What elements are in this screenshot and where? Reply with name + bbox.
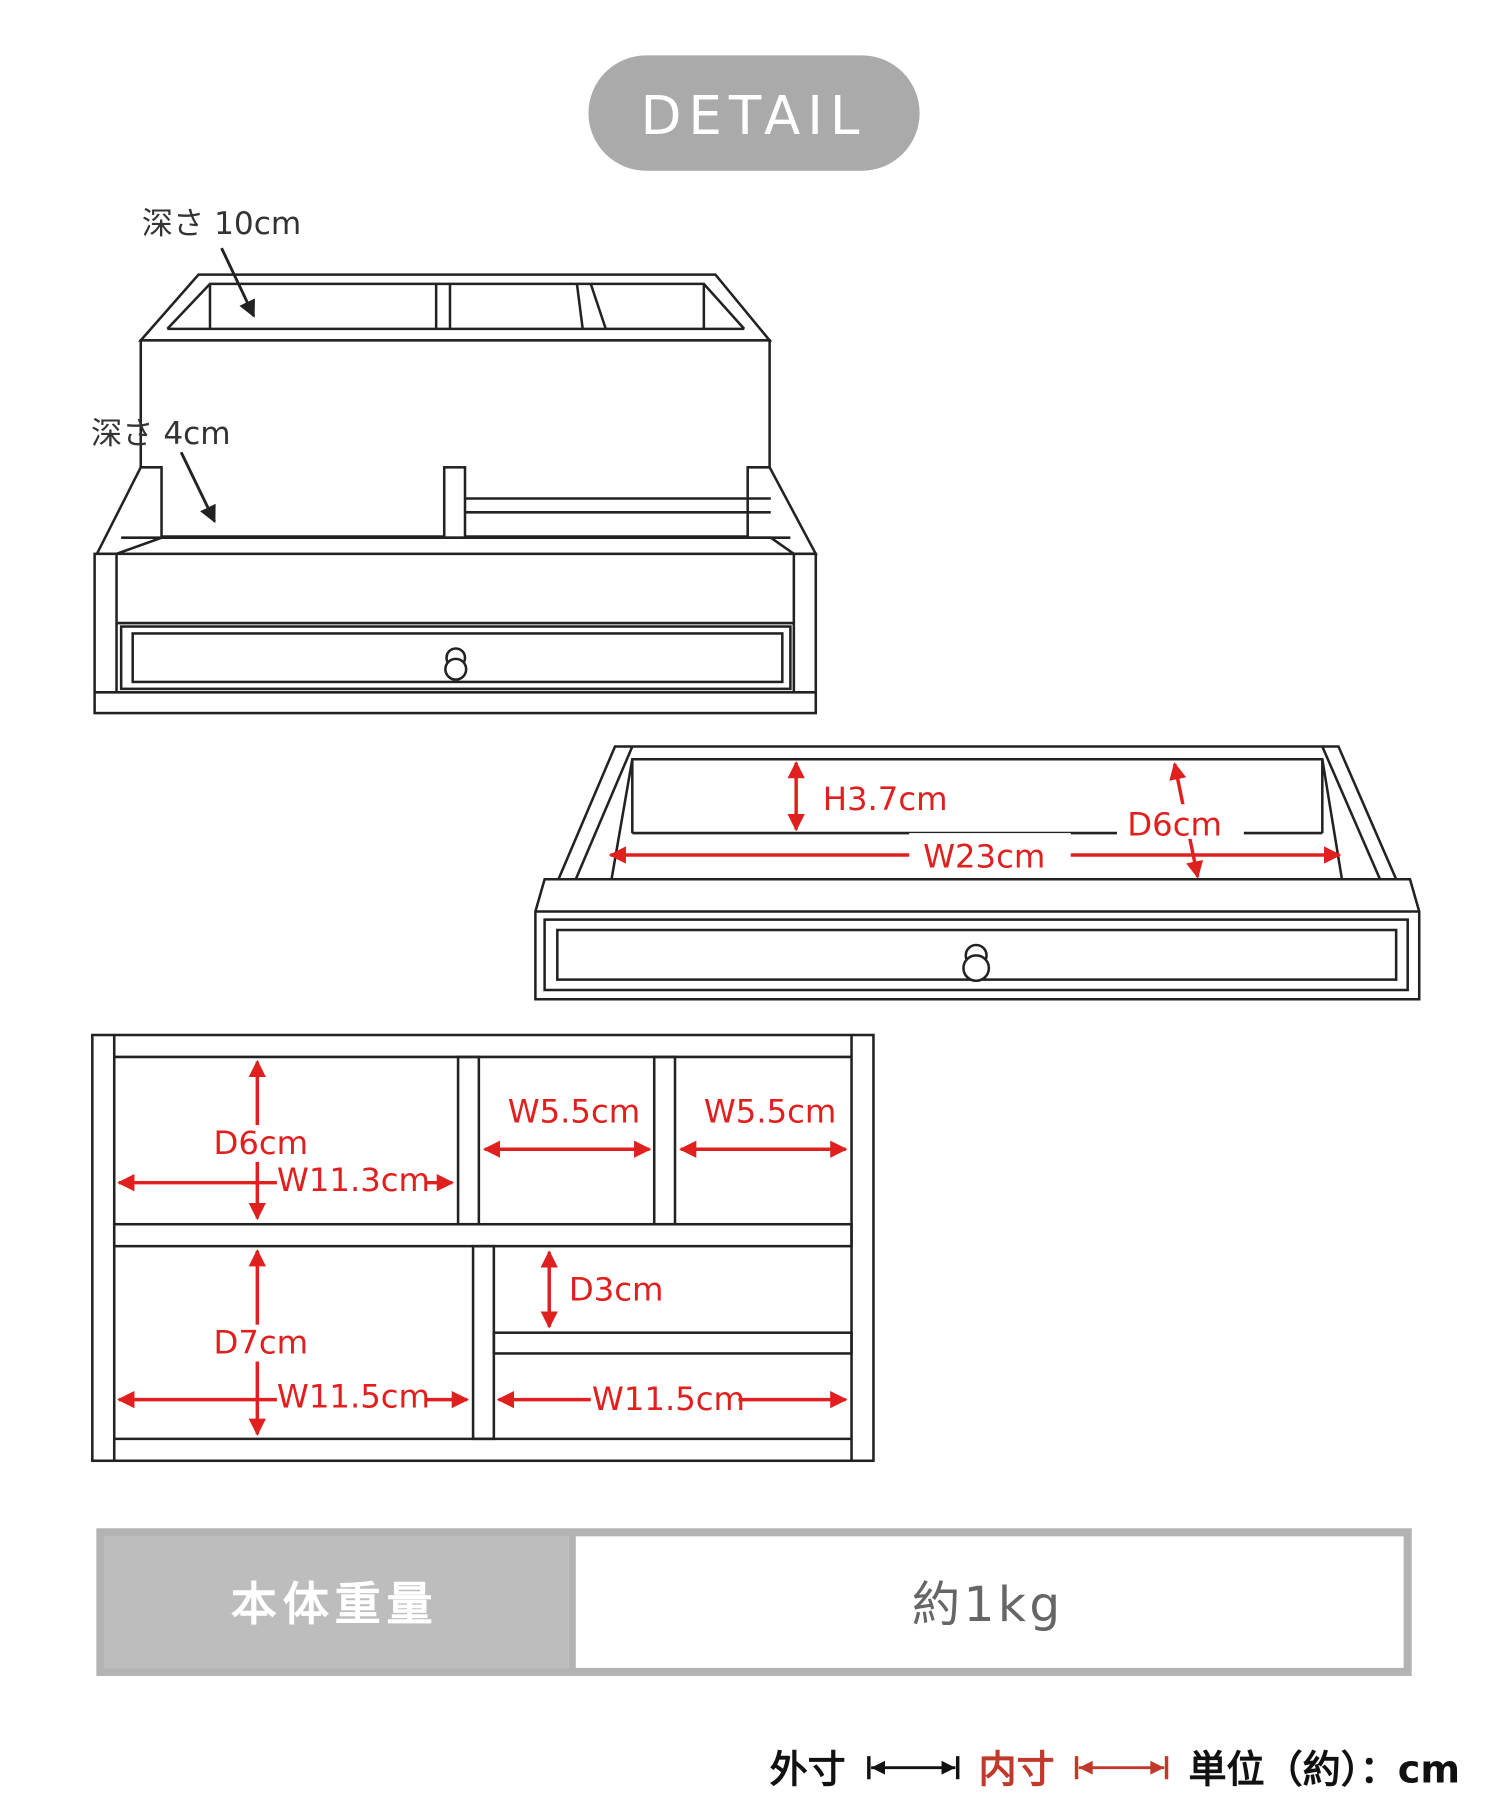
weight-value: 約1kg [912,1577,1064,1633]
header-title: DETAIL [641,85,867,147]
bottom-left-depth-label: D7cm [213,1323,308,1361]
drawer-height-label: H3.7cm [823,780,948,818]
drawer-width-label: W23cm [923,838,1045,876]
outer-dimension-arrow-icon [867,1756,960,1780]
inner-dimension-arrow-icon [1074,1756,1169,1780]
legend-unit-label: 単位（約）：cm [1188,1748,1460,1792]
drawer-knob-icon [962,943,991,983]
weight-spec-table: 本体重量 約1kg [96,1528,1412,1676]
drawer-view: H3.7cm D6cm W23cm [534,745,1421,1001]
dimension-legend: 外寸 内寸 単位（約）：cm [770,1748,1460,1792]
legend-outer-label: 外寸 [770,1748,846,1792]
top-right-width-label: W5.5cm [704,1093,837,1131]
drawer-knob-icon [444,647,468,681]
bottom-right-width-label: W11.5cm [592,1380,745,1418]
organizer-front-view: 深さ 10cm 深さ 4cm [91,206,818,715]
bottom-left-width-label: W11.5cm [277,1378,430,1416]
drawer-depth-label: D6cm [1127,805,1222,843]
weight-label: 本体重量 [231,1577,439,1631]
depth-top-arrow [220,247,256,318]
top-left-depth-label: D6cm [213,1124,308,1162]
depth-lower-arrow [179,451,216,524]
depth-lower-label: 深さ 4cm [91,416,230,452]
depth-top-label: 深さ 10cm [142,206,301,242]
top-mid-width-label: W5.5cm [508,1093,641,1131]
top-left-width-label: W11.3cm [277,1161,430,1199]
detail-header-badge: DETAIL [588,55,920,171]
legend-inner-label: 内寸 [978,1748,1054,1792]
organizer-top-view: D6cm W11.3cm W5.5cm W5.5cm D7cm W11.5cm … [91,1033,875,1463]
bottom-right-depth-label: D3cm [569,1270,664,1308]
